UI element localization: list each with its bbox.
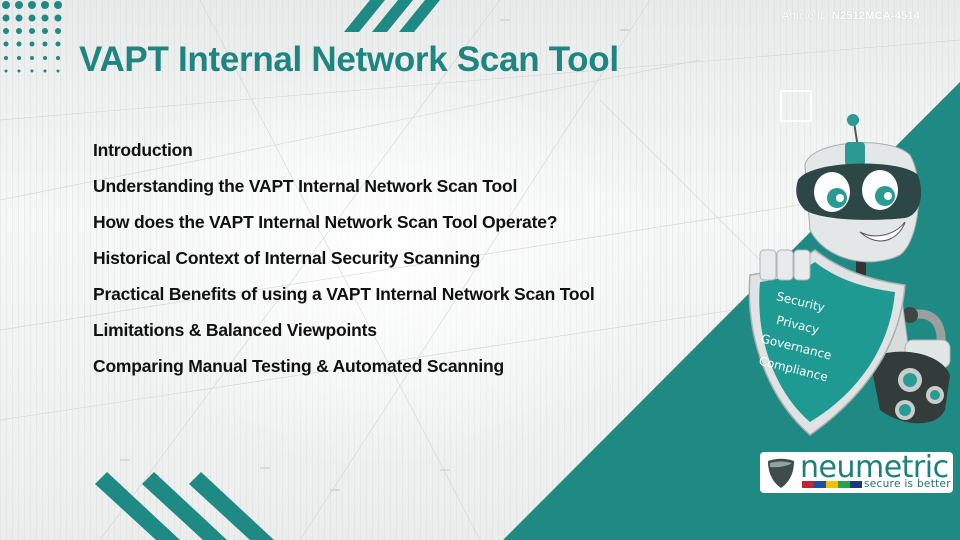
toc-item-historical-context: Historical Context of Internal Security …	[93, 248, 481, 268]
dot-grid-decoration	[2, 1, 62, 73]
table-of-contents: Introduction Understanding the VAPT Inte…	[93, 138, 595, 390]
toc-item-limitations: Limitations & Balanced Viewpoints	[93, 320, 377, 340]
toc-item-practical-benefits: Practical Benefits of using a VAPT Inter…	[93, 284, 595, 304]
article-id-label: Article ID	[781, 10, 829, 22]
page-title: VAPT Internal Network Scan Tool	[79, 40, 619, 79]
logo-brand-text: neumetric	[800, 450, 949, 485]
article-id-value: N2512MCA-4514	[831, 10, 920, 22]
toc-item-comparing: Comparing Manual Testing & Automated Sca…	[93, 356, 505, 376]
robot-mascot-illustration: Security Privacy Governance Compliance	[740, 110, 960, 440]
toc-item-understanding: Understanding the VAPT Internal Network …	[93, 176, 518, 196]
toc-item-introduction: Introduction	[93, 140, 193, 160]
logo-color-bar	[802, 481, 862, 488]
bottom-stripes-decoration	[95, 472, 274, 540]
logo-shield-icon	[768, 458, 794, 488]
decorative-square	[780, 90, 812, 122]
toc-item-how-operate: How does the VAPT Internal Network Scan …	[93, 212, 558, 232]
article-id: Article ID N2512MCA-4514	[782, 10, 920, 22]
neumetric-logo: neumetric secure is better	[760, 450, 953, 493]
logo-tagline: secure is better	[864, 478, 951, 490]
top-stripes-decoration	[344, 0, 440, 32]
